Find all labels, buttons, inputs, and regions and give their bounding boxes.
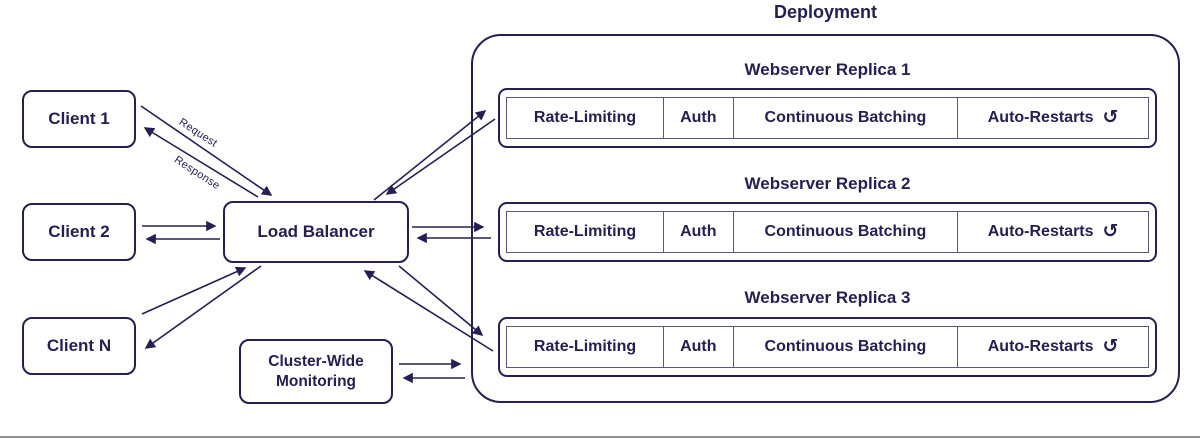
cell-label: Rate-Limiting: [533, 338, 637, 355]
cell-label: Continuous Batching: [764, 338, 927, 355]
cell-label: Rate-Limiting: [533, 109, 637, 126]
cell-label: Auto-Restarts: [987, 109, 1094, 126]
arrow-clientn-request: [141, 266, 247, 315]
monitoring-label-line2: Monitoring: [275, 372, 357, 390]
client-2-label: Client 2: [48, 222, 110, 241]
client-1-label: Client 1: [48, 109, 110, 128]
cell-label: Continuous Batching: [764, 109, 927, 126]
cell-label: Auto-Restarts: [987, 223, 1094, 240]
replica-1-pipeline: Rate-Limiting Auth Continuous Batching A…: [506, 97, 1149, 139]
cell-rate-limiting: Rate-Limiting: [507, 212, 665, 252]
replica-3-box: Rate-Limiting Auth Continuous Batching A…: [498, 317, 1157, 377]
replica-2-pipeline: Rate-Limiting Auth Continuous Batching A…: [506, 211, 1149, 253]
restart-icon: ↺: [1102, 105, 1119, 128]
arrow-lb-to-replica3: [398, 265, 484, 336]
monitoring-label-line1: Cluster-Wide: [268, 353, 364, 371]
node-client-n: Client N: [22, 317, 136, 375]
monitoring-label: Cluster-Wide Monitoring: [268, 352, 363, 391]
restart-icon: ↺: [1102, 334, 1119, 357]
cell-auto-restarts: Auto-Restarts ↺: [958, 327, 1148, 367]
deployment-title: Deployment: [773, 2, 878, 22]
arrow-clientn-response: [144, 265, 262, 349]
replica-1-box: Rate-Limiting Auth Continuous Batching A…: [498, 88, 1157, 148]
client-n-label: Client N: [46, 336, 112, 355]
cell-label: Auth: [680, 338, 717, 355]
cell-label: Auth: [680, 223, 717, 240]
arrow-lb-to-replica1: [373, 110, 487, 201]
cell-label: Rate-Limiting: [533, 223, 637, 240]
response-edge-label: Response: [171, 153, 223, 193]
restart-icon: ↺: [1102, 219, 1119, 242]
node-cluster-monitoring: Cluster-Wide Monitoring: [239, 339, 393, 404]
node-load-balancer: Load Balancer: [223, 201, 409, 263]
cell-auth: Auth: [664, 212, 734, 252]
bottom-divider: [0, 436, 1200, 438]
replica-3-title: Webserver Replica 3: [744, 288, 911, 307]
cell-auto-restarts: Auto-Restarts ↺: [958, 98, 1148, 138]
replica-3-pipeline: Rate-Limiting Auth Continuous Batching A…: [506, 326, 1149, 368]
load-balancer-label: Load Balancer: [257, 222, 375, 241]
replica-2-title: Webserver Replica 2: [744, 174, 911, 193]
cell-auth: Auth: [664, 98, 734, 138]
replica-2-box: Rate-Limiting Auth Continuous Batching A…: [498, 202, 1157, 262]
node-client-1: Client 1: [22, 90, 136, 148]
cell-label: Auto-Restarts: [987, 338, 1094, 355]
node-client-2: Client 2: [22, 203, 136, 261]
replica-1-title: Webserver Replica 1: [744, 60, 911, 79]
cell-continuous-batching: Continuous Batching: [734, 212, 959, 252]
cell-rate-limiting: Rate-Limiting: [507, 327, 665, 367]
cell-continuous-batching: Continuous Batching: [734, 327, 959, 367]
cell-rate-limiting: Rate-Limiting: [507, 98, 665, 138]
request-edge-label: Request: [176, 116, 220, 150]
cell-label: Continuous Batching: [764, 223, 927, 240]
cell-auth: Auth: [664, 327, 734, 367]
cell-label: Auth: [680, 109, 717, 126]
cell-continuous-batching: Continuous Batching: [734, 98, 959, 138]
cell-auto-restarts: Auto-Restarts ↺: [958, 212, 1148, 252]
